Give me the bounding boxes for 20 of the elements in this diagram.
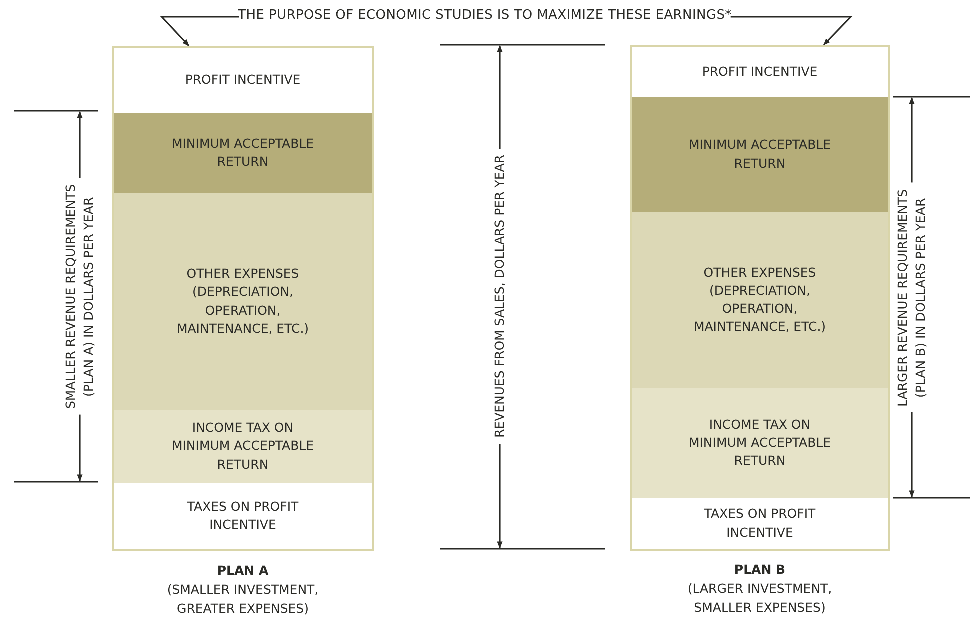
heading-text: THE PURPOSE OF ECONOMIC STUDIES IS TO MAXIMIZE THESE EARNINGS*: [238, 8, 732, 23]
dimension-label: SMALLER REVENUE REQUIREMENTS (PLAN A) IN DOLLARS PER YEAR: [62, 183, 97, 411]
profit-band: PROFIT INCENTIVE: [112, 46, 374, 113]
dimension-label: REVENUES FROM SALES, DOLLARS PER YEAR: [490, 154, 508, 440]
tax-band: INCOME TAX ON MINIMUM ACCEPTABLE RETURN: [112, 410, 374, 483]
profit-band: PROFIT INCENTIVE: [630, 45, 890, 97]
tax-band: TAXES ON PROFIT INCENTIVE: [630, 498, 890, 551]
expenses-band: OTHER EXPENSES (DEPRECIATION, OPERATION, MAINTENANCE, ETC.): [112, 193, 374, 410]
leader-arrow: [160, 16, 240, 47]
leader-arrow: [730, 16, 853, 46]
return-band: MINIMUM ACCEPTABLE RETURN: [112, 113, 374, 193]
tax-band: TAXES ON PROFIT INCENTIVE: [112, 483, 374, 551]
plan-title: PLAN A: [216, 562, 270, 580]
plan-description: (LARGER INVESTMENT, SMALLER EXPENSES): [686, 580, 834, 616]
dimension-label: LARGER REVENUE REQUIREMENTS (PLAN B) IN DOLLARS PER YEAR: [894, 188, 929, 408]
expenses-band: OTHER EXPENSES (DEPRECIATION, OPERATION, MAINTENANCE, ETC.): [630, 212, 890, 388]
plan-title: PLAN B: [733, 561, 787, 579]
return-band: MINIMUM ACCEPTABLE RETURN: [630, 97, 890, 212]
tax-band: INCOME TAX ON MINIMUM ACCEPTABLE RETURN: [630, 388, 890, 498]
plan-description: (SMALLER INVESTMENT, GREATER EXPENSES): [166, 580, 320, 618]
